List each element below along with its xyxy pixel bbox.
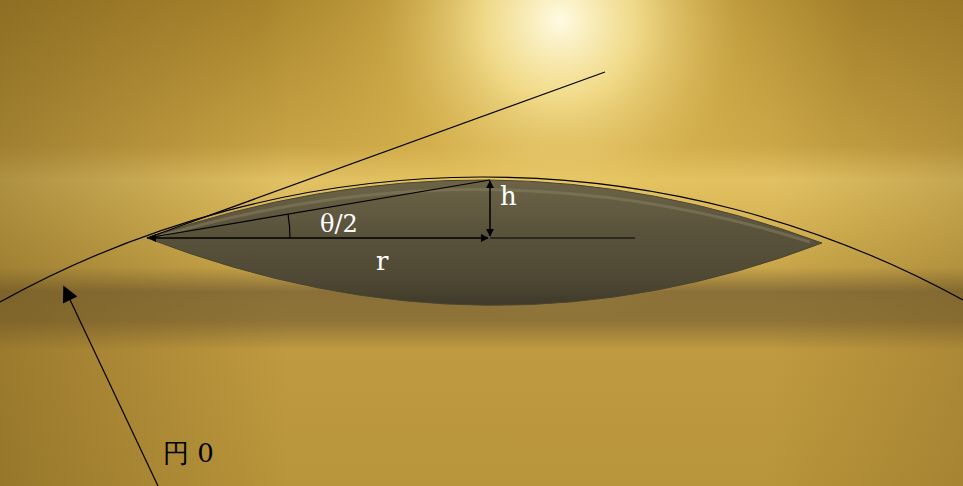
circle-label: 円 0 <box>163 440 214 466</box>
angle-label: θ/2 <box>320 212 358 236</box>
height-label: h <box>500 183 517 209</box>
radius-label: r <box>376 248 388 274</box>
